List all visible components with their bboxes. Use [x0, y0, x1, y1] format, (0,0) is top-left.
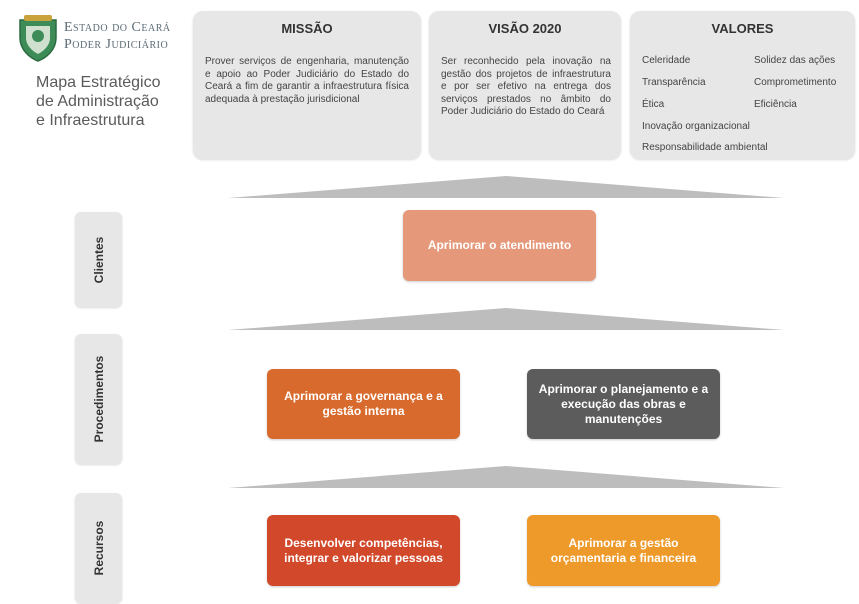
- mission-text: Prover serviços de engenharia, manutençã…: [205, 56, 409, 105]
- map-title-line: e Infraestrutura: [36, 112, 145, 129]
- institution-branch: Poder Judiciário: [64, 37, 169, 52]
- vision-title: VISÃO 2020: [488, 21, 562, 36]
- value-item: Comprometimento: [754, 77, 837, 88]
- institution-name: Estado do Ceará: [64, 20, 171, 35]
- divider-wedge: [228, 176, 784, 198]
- perspective-label: Recursos: [91, 520, 106, 576]
- map-title-line: de Administração: [36, 93, 159, 110]
- map-title: Mapa Estratégico de Administração e Infr…: [36, 73, 186, 130]
- objective-orcamentaria: Aprimorar a gestão orçamentaria e financ…: [527, 515, 720, 586]
- perspective-clientes: Clientes: [75, 212, 122, 307]
- mission-title: MISSÃO: [281, 21, 333, 36]
- value-item: Ética: [642, 99, 665, 110]
- divider-wedge: [228, 308, 784, 330]
- value-item: Solidez das ações: [754, 55, 836, 66]
- perspective-label: Clientes: [91, 236, 106, 283]
- divider-wedge: [228, 466, 784, 488]
- perspective-label: Procedimentos: [91, 355, 106, 443]
- values-box: VALORES Celeridade Solidez das ações Tra…: [630, 11, 855, 159]
- objective-atendimento: Aprimorar o atendimento: [403, 210, 596, 281]
- perspective-recursos: Recursos: [75, 493, 122, 603]
- objective-competencias: Desenvolver competências, integrar e val…: [267, 515, 460, 586]
- ceara-coat-of-arms-icon: [16, 14, 60, 62]
- mission-box: MISSÃO Prover serviços de engenharia, ma…: [193, 11, 421, 159]
- perspective-procedimentos: Procedimentos: [75, 334, 122, 464]
- value-item: Transparência: [642, 77, 706, 88]
- value-item: Inovação organizacional: [642, 121, 750, 132]
- vision-text: Ser reconhecido pela inovação na gestão …: [441, 56, 611, 117]
- value-item: Celeridade: [642, 55, 691, 66]
- value-item: Eficiência: [754, 99, 797, 110]
- objective-governanca: Aprimorar a governança e a gestão intern…: [267, 369, 460, 439]
- map-title-line: Mapa Estratégico: [36, 74, 161, 91]
- values-title: VALORES: [711, 21, 774, 36]
- value-item: Responsabilidade ambiental: [642, 142, 768, 153]
- objective-obras: Aprimorar o planejamento e a execução da…: [527, 369, 720, 439]
- vision-box: VISÃO 2020 Ser reconhecido pela inovação…: [429, 11, 621, 159]
